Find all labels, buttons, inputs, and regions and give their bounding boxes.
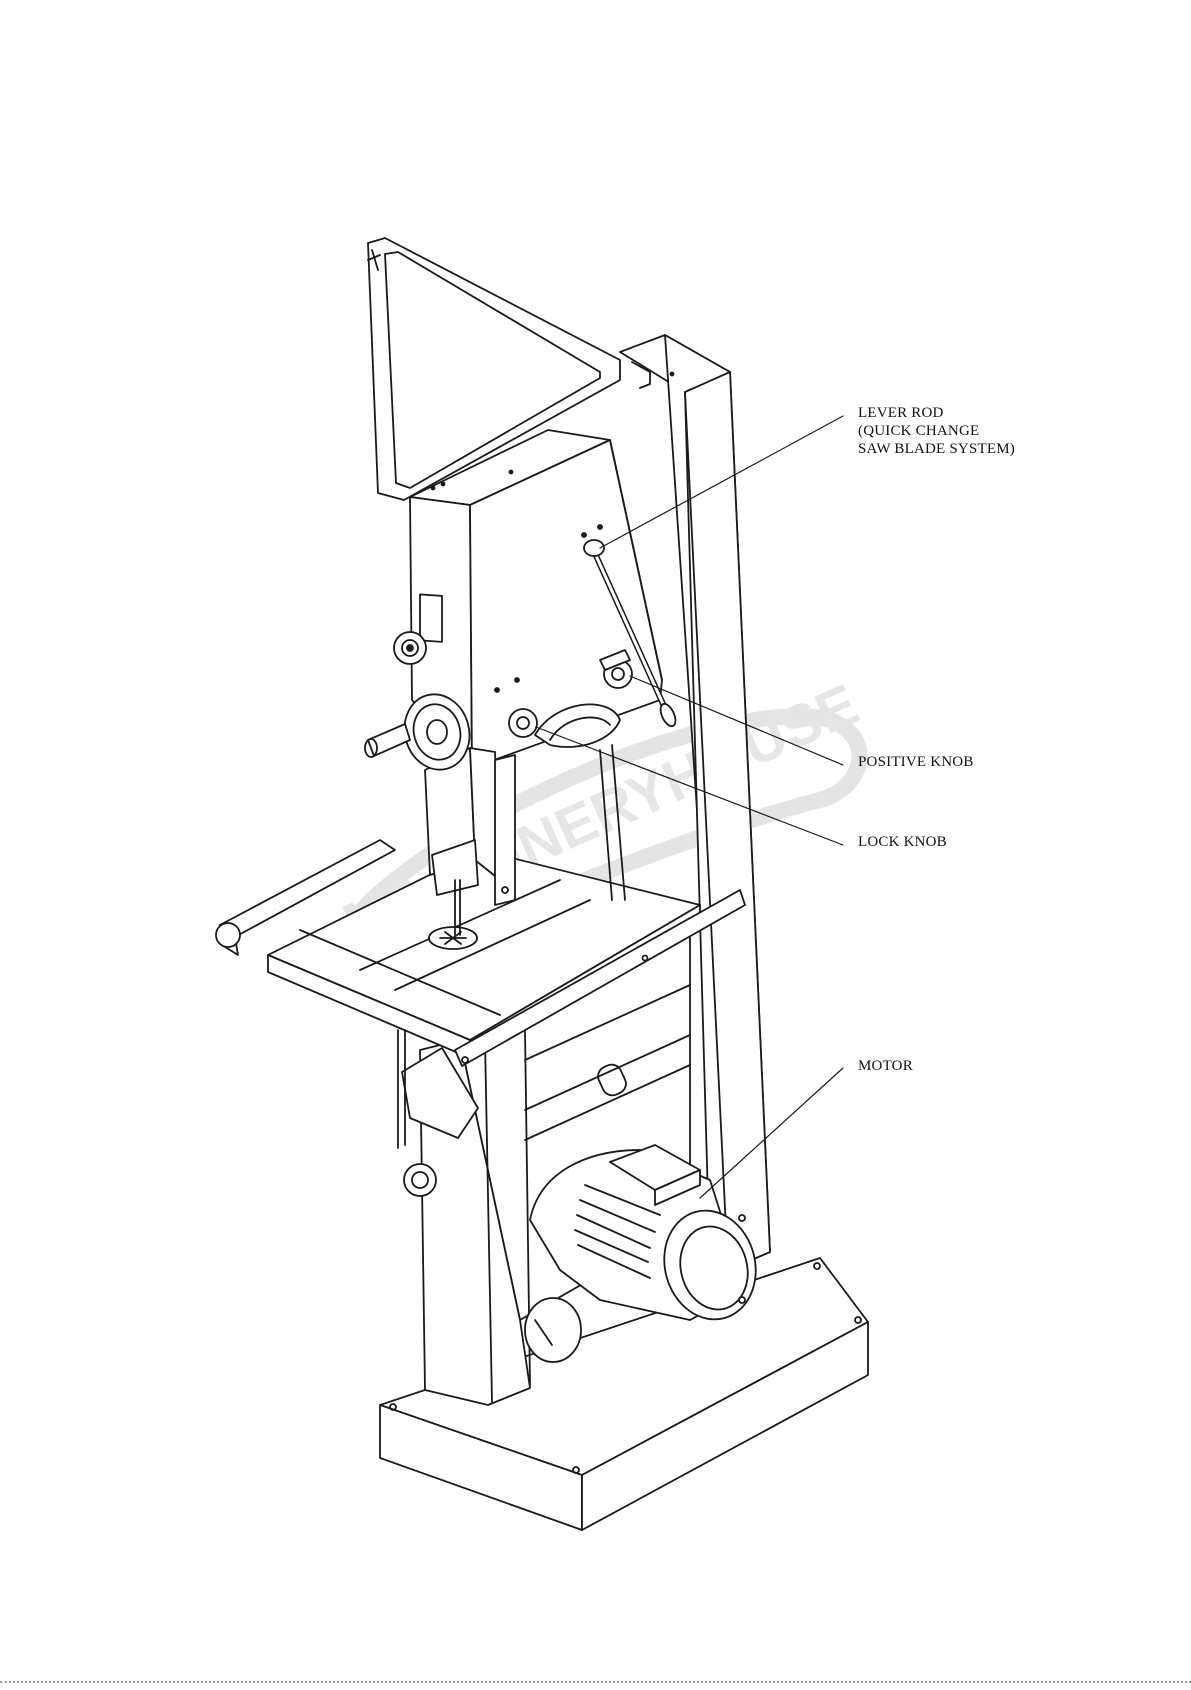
lock-knob-label: LOCK KNOB	[858, 833, 947, 851]
lever-rod-label-line-2: (QUICK CHANGE	[858, 422, 1015, 440]
motor-label: MOTOR	[858, 1057, 913, 1075]
lever-rod-label-line-1: LEVER ROD	[858, 404, 1015, 422]
page-edge-divider	[0, 1681, 1191, 1683]
positive-knob-label: POSITIVE KNOB	[858, 753, 974, 771]
lever-rod-label-line-3: SAW BLADE SYSTEM)	[858, 440, 1015, 458]
lever-rod-label: LEVER ROD (QUICK CHANGE SAW BLADE SYSTEM…	[858, 404, 1015, 458]
lock-knob	[509, 709, 537, 737]
dust-port	[525, 1298, 581, 1362]
